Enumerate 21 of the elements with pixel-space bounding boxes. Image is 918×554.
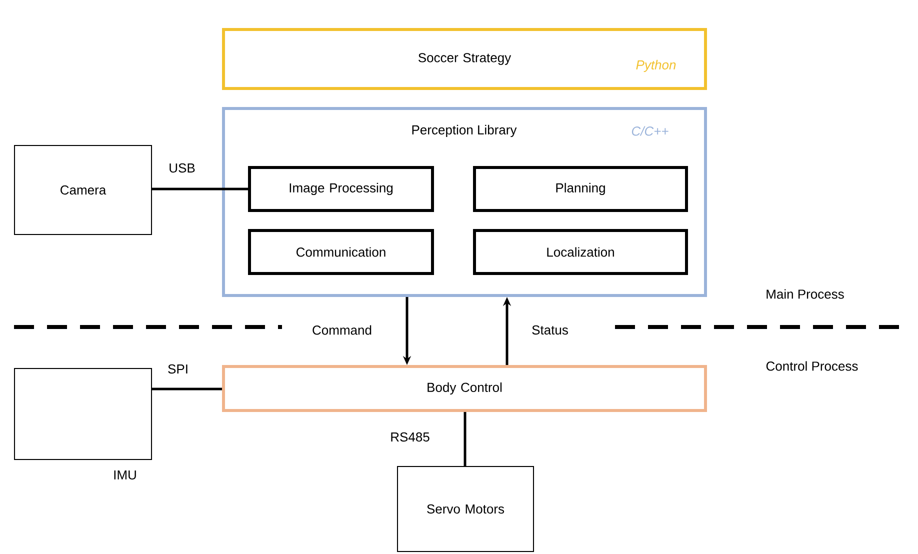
connector [464, 412, 466, 466]
process-box: Localization [473, 229, 688, 275]
process-box: Servo Motors [397, 466, 534, 552]
connector [152, 388, 222, 390]
edge-label: Command [311, 324, 373, 336]
group-title: Perception Library [412, 124, 517, 138]
process-box: Body Control [222, 365, 707, 412]
process-box: Planning [473, 166, 688, 212]
language-label: C/C++ [632, 126, 668, 136]
edge-label: SPI [166, 363, 190, 375]
connector [152, 188, 248, 190]
edge-label: USB [168, 162, 196, 174]
process-box: Camera [14, 145, 152, 235]
edge-label: Status [530, 324, 570, 336]
edge-label: RS485 [389, 431, 431, 443]
sensor-label: IMU [114, 470, 136, 480]
process-label: Control Process [766, 361, 858, 371]
process-box: Image Processing [248, 166, 434, 212]
process-label: Main Process [766, 289, 844, 299]
language-label: Python [636, 60, 676, 72]
process-box: Communication [248, 229, 434, 275]
